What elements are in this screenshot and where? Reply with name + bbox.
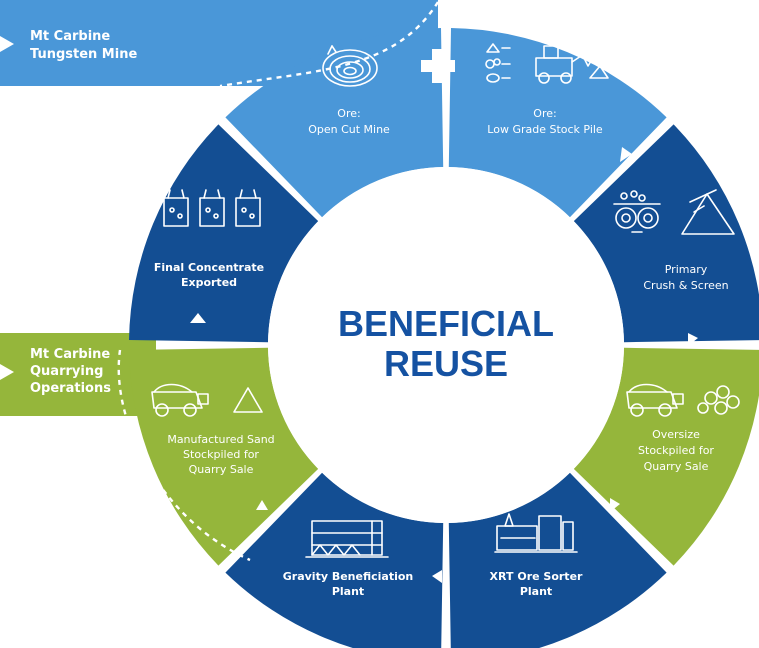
- flow-arrow-5: [256, 500, 268, 510]
- center-title-line1: BENEFICIAL: [338, 303, 554, 344]
- oversize-label-line2: Stockpiled for: [638, 444, 714, 457]
- center-circle: [268, 167, 624, 523]
- segment-low-grade-stock-pile: [448, 28, 667, 218]
- stock-pile-label-line2: Low Grade Stock Pile: [487, 123, 603, 136]
- crush-label-line1: Primary: [665, 263, 708, 276]
- sand-truck-icon: [151, 383, 263, 417]
- mine-tab-label-line1: Mt Carbine: [30, 29, 110, 44]
- flow-arrow-4: [432, 570, 442, 583]
- plus-icon: [421, 49, 455, 83]
- flow-arrow-2: [688, 333, 698, 346]
- concentrate-label-line2: Exported: [181, 276, 237, 289]
- xrt-label-line2: Plant: [520, 585, 552, 598]
- quarry-tab-label-line3: Operations: [30, 381, 111, 396]
- segment-xrt-ore-sorter: [448, 472, 667, 648]
- mine-dashed-link: [219, 1, 440, 88]
- segment-final-concentrate: [129, 124, 319, 343]
- oversize-label-line1: Oversize: [652, 428, 700, 441]
- mine-tab-label-line2: Tungsten Mine: [30, 47, 137, 62]
- stock-pile-label-line1: Ore:: [533, 107, 556, 120]
- loader-icon: [485, 43, 609, 84]
- quarry-tab: [0, 333, 156, 416]
- quarry-dashed-link: [117, 349, 251, 562]
- segment-manufactured-sand: [129, 347, 319, 566]
- bulk-bags-icon: [163, 189, 261, 227]
- sand-label-line2: Stockpiled for: [183, 448, 259, 461]
- quarry-tab-notch: [0, 364, 14, 380]
- quarry-tab-label-line1: Mt Carbine: [30, 347, 110, 362]
- flow-arrow-1: [620, 147, 632, 162]
- flow-arrow-3: [610, 498, 620, 512]
- gravity-plant-icon: [305, 520, 389, 558]
- open-pit-icon: [322, 45, 378, 87]
- crusher-icon: [613, 189, 735, 235]
- segment-oversize-stockpile: [573, 347, 759, 566]
- gravity-label-line1: Gravity Beneficiation: [283, 570, 414, 583]
- quarry-tab-bg: [0, 333, 156, 416]
- mine-tab-notch: [0, 36, 14, 52]
- sand-label-line3: Quarry Sale: [189, 463, 254, 476]
- oversize-label-line3: Quarry Sale: [644, 460, 709, 473]
- open-cut-label-line1: Ore:: [337, 107, 360, 120]
- gravity-label-line2: Plant: [332, 585, 364, 598]
- sand-label-line1: Manufactured Sand: [167, 433, 274, 446]
- concentrate-label-line1: Final Concentrate: [154, 261, 264, 274]
- sorter-plant-icon: [494, 513, 578, 553]
- segment-primary-crush: [573, 124, 759, 343]
- open-cut-label-line2: Open Cut Mine: [308, 123, 390, 136]
- oversize-truck-icon: [626, 383, 740, 417]
- crush-label-line2: Crush & Screen: [643, 279, 728, 292]
- flow-arrow-6: [190, 313, 206, 323]
- quarry-tab-label-line2: Quarrying: [30, 364, 103, 379]
- center-title-line2: REUSE: [384, 343, 508, 384]
- segment-open-cut-mine: [225, 28, 444, 218]
- xrt-label-line1: XRT Ore Sorter: [490, 570, 583, 583]
- segment-gravity-plant: [225, 472, 444, 648]
